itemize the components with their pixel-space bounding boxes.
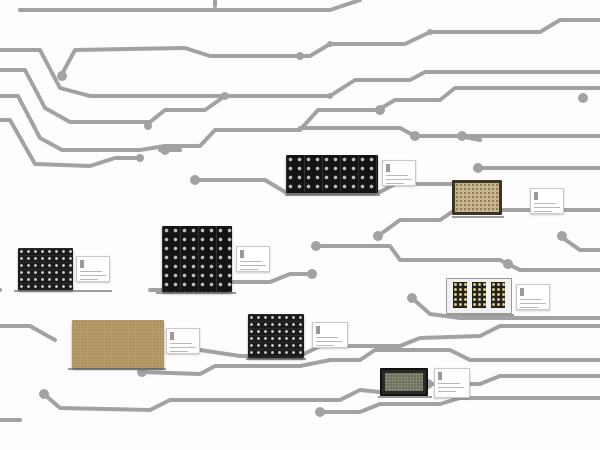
display-shelf: [452, 216, 504, 218]
display-shelf: [14, 290, 112, 292]
label-card: [76, 256, 110, 282]
pcb-board: [72, 320, 164, 368]
display-shelf: [285, 194, 380, 196]
label-card: [236, 246, 270, 272]
display-shelf: [156, 292, 236, 294]
pcb-board: [380, 368, 428, 396]
pcb-board: [18, 248, 73, 290]
pcb-module: [491, 282, 505, 308]
pcb-board: [446, 278, 512, 314]
display-shelf: [378, 396, 432, 398]
label-card: [382, 160, 416, 186]
pcb-board: [286, 155, 378, 193]
pcb-module: [472, 282, 486, 308]
label-card: [312, 322, 348, 348]
display-shelf: [246, 358, 306, 360]
display-shelf: [442, 314, 514, 316]
pcb-board: [452, 180, 502, 215]
label-card: [516, 284, 550, 310]
pcb-board: [248, 314, 304, 358]
label-card: [434, 368, 470, 398]
pcb-module: [453, 282, 467, 308]
label-card: [530, 188, 564, 214]
pcb-board: [162, 226, 232, 292]
display-shelf: [68, 368, 166, 370]
label-card: [166, 328, 200, 354]
